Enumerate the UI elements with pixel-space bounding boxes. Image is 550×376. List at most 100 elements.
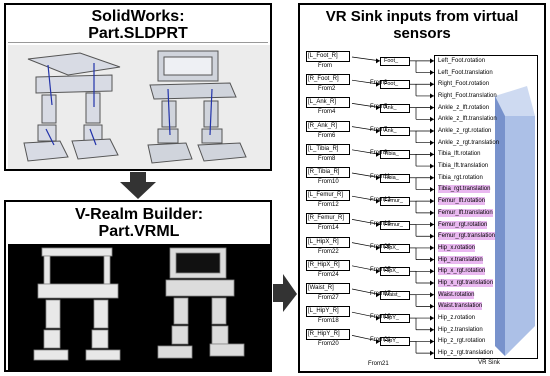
goto-tag-box: Femur_ [380,197,410,207]
tag-arrow [376,58,380,64]
vr-sink-name: VR Sink [478,360,500,366]
goto-block-label: From7 [370,127,388,133]
tag-wire [351,288,381,296]
port-arrow [430,105,434,111]
port-arrow [430,303,434,309]
sink-port-label: Ankle_z_rgt.rotation [438,128,492,134]
tag-wire [351,79,381,85]
goto-block-label: From26 [370,243,391,250]
tag-wire [351,103,381,108]
port-arrow [430,198,434,204]
goto-block-label: From17 [370,290,391,297]
port-arrow [430,280,434,286]
from-block-label: From20 [318,341,339,348]
vr-sink-block [434,55,538,359]
sink-port-label: Hip_z.rotation [438,315,476,322]
diagram-title: VR Sink inputs from virtual sensors [300,8,544,42]
sink-port-label: Tibia_lft.translation [438,163,489,170]
goto-block-label: From16 [370,220,391,227]
goto-tag-box: Foot_ [380,80,410,90]
down-arrow-icon [120,172,156,199]
goto-block-label: From19 [370,314,391,321]
from-block-label: From24 [318,271,339,278]
sink-port-label: Tibia_rgt.rotation [438,174,483,181]
from-tag-box: [R_Tibia_R] [306,167,350,178]
port-arrow [430,128,434,134]
tag-arrow [376,128,380,134]
goto-block-label: From21 [370,337,391,344]
goto-tag-box: HipX_ [380,243,410,253]
from-block-label: From2 [318,86,336,93]
sink-port-label: Hip_x_rgt.translation [438,279,494,287]
port-arrow [430,222,434,228]
tag-arrow [376,268,380,274]
sink-port-label: Left_Foot.rotation [438,57,486,64]
tag-wire [351,311,381,319]
port-arrow [430,175,434,181]
sink-port-label: Ankle_z_rgt.translation [438,139,500,146]
port-arrow [430,210,434,216]
port-arrow [430,257,434,263]
tag-wire [351,172,381,179]
from-block-label: From12 [318,202,339,209]
port-arrow [430,245,434,251]
tag-arrow [376,338,380,344]
from-tag-box: [L_Femur_R] [306,190,350,202]
from-block-label: From22 [318,248,339,255]
vr-sink-prism-icon [495,86,535,356]
vrealm-title-line1: V-Realm Builder: [74,206,204,223]
from-tag-box: [R_HipX_R] [306,259,350,271]
solidworks-title-line2: Part.SLDPRT [88,25,188,42]
from-block-label: From [318,63,332,69]
goto-tag-box: HipY_ [380,314,410,324]
from-tag-box: [R_Ank_R] [306,120,350,132]
goto-tag-box: Ank_ [380,127,410,136]
vrealm-title-box: V-Realm Builder: Part.VRML [8,204,270,242]
goto-block-label: From13 [370,197,391,204]
tag-arrow [376,105,380,111]
tag-arrow [376,222,380,228]
vrealm-robot-drawing [33,247,245,361]
from-block-label: From10 [318,179,339,185]
port-arrow [430,315,434,321]
from-block-label: From4 [318,109,336,116]
solidworks-title-line1: SolidWorks: [91,8,185,25]
tag-wire [351,56,381,62]
sink-port-label: Hip_z_rgt.translation [438,350,494,357]
sink-port-label: Femur_lft.translation [438,208,493,217]
sink-port-label: Tibia_lft.rotation [438,151,481,158]
sink-port-label: Right_Foot.rotation [438,81,490,88]
vrealm-title-line2: Part.VRML [98,223,180,240]
signal-wires [351,56,434,356]
goto-tag-box: HipX_ [380,267,410,277]
from-block-label: From8 [318,155,336,162]
tag-wire [351,242,381,249]
goto-tag-box: Tibia_ [380,150,410,160]
from-tag-box: [R_HipY_R] [306,329,350,341]
prism-face [505,116,535,356]
right-arrow-icon [273,274,297,312]
diagram-title-line2: sensors [393,25,451,42]
port-arrow [430,292,434,298]
sink-port-label: Ankle_z_lft.translation [438,116,497,123]
port-arrow [430,151,434,157]
from-block-label: From14 [318,225,339,232]
prism-face [495,96,505,356]
tag-arrow [376,315,380,321]
solidworks-panel: SolidWorks: Part.SLDPRT [4,3,272,171]
goto-tag-box: Tibia_ [380,173,410,183]
port-arrow [430,116,434,122]
sink-port-label: Tibia_rgt.translation [438,185,491,194]
tag-wire [351,126,381,132]
from-block-label: From6 [318,132,336,139]
from-tag-box: [L_Tibia_R] [306,143,350,155]
port-arrow [430,233,434,239]
tag-wire [351,335,381,342]
port-arrow [430,327,434,333]
goto-block-label: From3 [370,80,388,87]
from-tag-box: [L_Ank_R] [306,97,350,109]
sink-port-label: Hip_z.translation [438,326,483,333]
from-tag-box: [R_Femur_R] [306,213,350,225]
sink-port-label: Femur_rgt.rotation [438,220,488,229]
sink-port-label: Femur_rgt.translation [438,232,496,241]
